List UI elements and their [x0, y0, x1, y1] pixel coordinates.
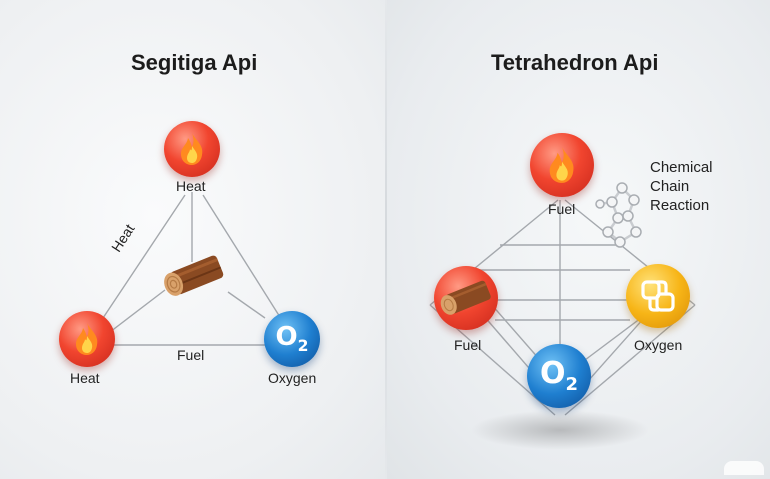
oxygen-label-left: Oxygen	[268, 370, 317, 386]
fire-tetrahedron-title: Tetrahedron Api	[491, 50, 659, 75]
molecule-icon	[595, 182, 642, 248]
oxygen-node-right	[527, 344, 591, 408]
chem-label-line2: Chain	[650, 178, 690, 195]
heat-label-left: Heat	[70, 370, 100, 386]
ground-shadow	[470, 410, 650, 450]
oxygen-symbol-left: O2	[275, 322, 309, 356]
oxygen-symbol-right: O2	[539, 356, 579, 395]
flame-icon	[76, 323, 98, 355]
log-icon	[440, 280, 491, 315]
log-icon	[164, 255, 224, 296]
fuel-label-left: Fuel	[454, 337, 482, 353]
oxygen-node-left	[264, 311, 320, 367]
heat-label-top: Heat	[176, 178, 206, 194]
chain-links-icon	[641, 280, 675, 312]
chem-label-line3: Reaction	[650, 197, 710, 214]
fuel-label-bottom: Fuel	[177, 347, 205, 363]
flame-icon	[549, 147, 574, 183]
oxygen-label-right: Oxygen	[634, 337, 683, 353]
panel-divider	[385, 0, 387, 479]
fire-triangle-title: Segitiga Api	[131, 50, 258, 75]
flame-icon	[181, 133, 203, 165]
corner-badge	[724, 461, 764, 475]
chem-label-line1: Chemical	[650, 159, 713, 176]
chemical-chain-reaction-label: Chemical Chain Reaction	[650, 158, 713, 215]
fuel-label-top: Fuel	[548, 201, 576, 217]
